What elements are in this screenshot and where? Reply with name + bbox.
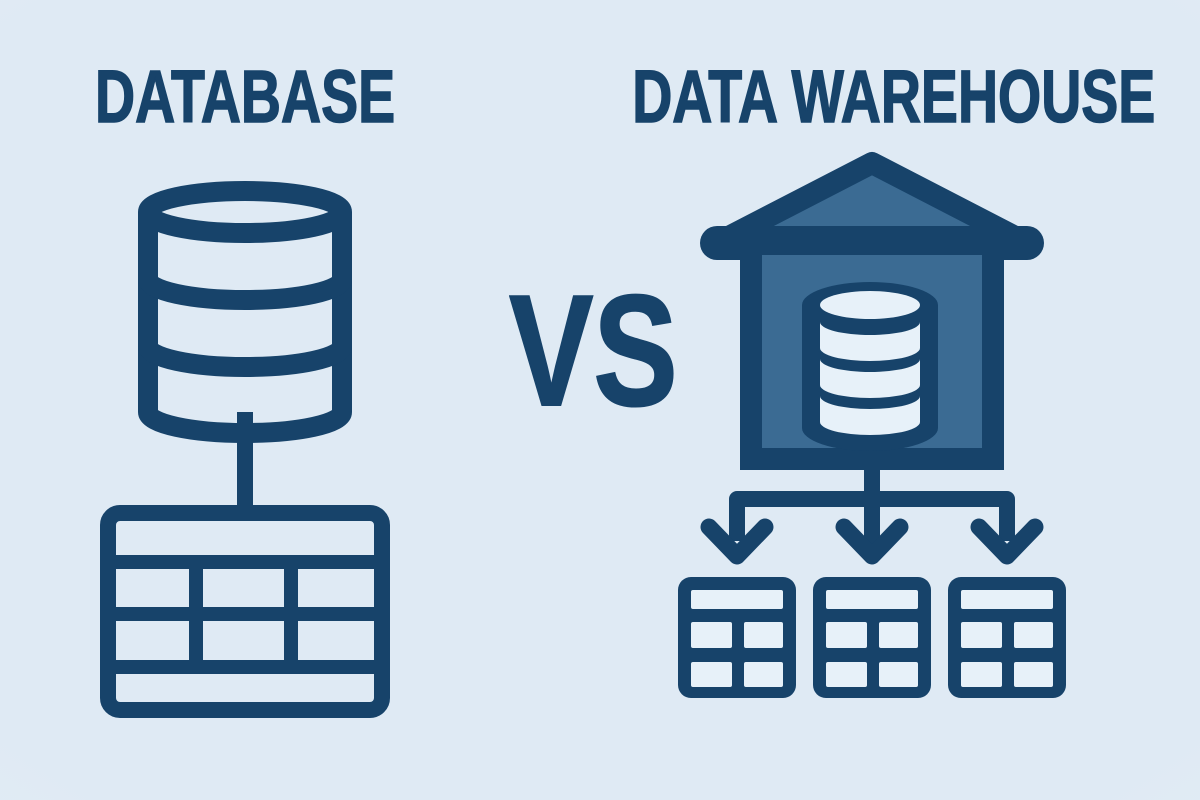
- table-icon: [678, 577, 796, 698]
- database-cylinder-icon: [802, 282, 938, 451]
- data-warehouse-title: DATA WAREHOUSE: [545, 55, 1200, 138]
- database-title: DATABASE: [0, 55, 490, 138]
- database-title-text: DATABASE: [94, 55, 396, 138]
- arrow-down-icon: [835, 518, 909, 565]
- arrow-down-icon: [700, 518, 774, 565]
- vs-label-text: VS: [508, 263, 678, 439]
- table-icon: [100, 505, 390, 718]
- branch-arrows-icon: [700, 459, 1044, 565]
- table-icon: [948, 577, 1066, 698]
- vs-label: VS: [488, 271, 678, 431]
- arrow-down-icon: [970, 518, 1044, 565]
- table-icon: [813, 577, 931, 698]
- data-warehouse-title-text: DATA WAREHOUSE: [632, 55, 1156, 138]
- database-cylinder-icon: [138, 181, 352, 443]
- warehouse-icon: [700, 152, 1044, 470]
